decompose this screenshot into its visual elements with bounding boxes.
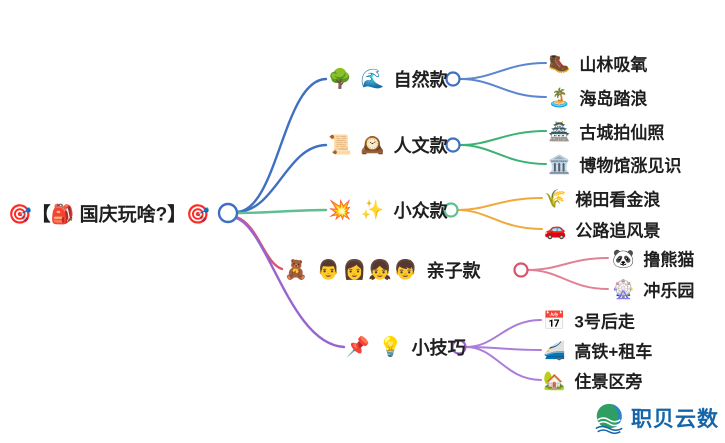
- branch-niche-label: 小众款: [393, 201, 448, 221]
- family-node-circle[interactable]: [513, 262, 529, 278]
- leaf-nature-1-label: 山林吸氧: [579, 55, 648, 75]
- leaf-tips-2-label: 高铁+租车: [574, 342, 653, 362]
- root-node-circle[interactable]: [217, 202, 239, 224]
- branch-tips[interactable]: 📌 💡 小技巧: [346, 334, 466, 360]
- leaf-family-2-label: 冲乐园: [643, 281, 695, 301]
- root-node[interactable]: 🎯【🎒 国庆玩啥?】🎯: [8, 200, 210, 227]
- castle-icon: 🏯: [548, 121, 573, 141]
- leaf-culture-1[interactable]: 🏯 古城拍仙照: [548, 119, 664, 144]
- leaf-culture-2-label: 博物馆涨见识: [579, 156, 682, 176]
- edge-culture-leaf2: [459, 144, 547, 165]
- house-garden-icon: 🏡: [543, 370, 568, 390]
- desert-island-icon: 🏝️: [548, 87, 573, 107]
- edge-root-niche: [235, 208, 328, 215]
- scroll-clock-icon: 📜 🕰️: [328, 134, 387, 156]
- branch-culture[interactable]: 📜 🕰️ 人文款: [328, 132, 448, 158]
- leaf-family-1[interactable]: 🐼 撸熊猫: [612, 246, 694, 271]
- pushpin-bulb-icon: 📌 💡: [346, 336, 405, 358]
- leaf-family-1-label: 撸熊猫: [643, 250, 695, 270]
- edge-niche-leaf2: [457, 209, 543, 230]
- high-speed-train-icon: 🚄: [543, 340, 568, 360]
- nature-node-circle[interactable]: [445, 71, 461, 87]
- edge-tips-leaf3: [465, 346, 542, 381]
- tree-water-wave-icon: 🌳 🌊: [328, 68, 387, 90]
- edge-nature-leaf1: [459, 62, 547, 80]
- car-icon: 🚗: [544, 219, 569, 239]
- classical-building-icon: 🏛️: [548, 154, 573, 174]
- hiking-boot-icon: 🥾: [548, 53, 573, 73]
- leaf-tips-3-label: 住景区旁: [574, 372, 643, 392]
- branch-nature-label: 自然款: [393, 70, 448, 90]
- root-label: 🎯【🎒 国庆玩啥?】🎯: [8, 204, 210, 226]
- leaf-niche-1-label: 梯田看金浪: [575, 190, 661, 210]
- collision-sparkles-icon: 💥 ✨: [328, 199, 387, 221]
- edge-root-culture: [235, 143, 328, 214]
- watermark-text: 职贝云数: [631, 408, 719, 431]
- leaf-culture-1-label: 古城拍仙照: [579, 123, 665, 143]
- leaf-tips-3[interactable]: 🏡 住景区旁: [543, 368, 642, 393]
- leaf-tips-1[interactable]: 📅 3号后走: [543, 308, 635, 333]
- calendar-icon: 📅: [543, 310, 568, 330]
- culture-node-circle[interactable]: [445, 137, 461, 153]
- leaf-nature-2[interactable]: 🏝️ 海岛踏浪: [548, 85, 647, 110]
- teddy-family-icon: 🧸 👨👩👧👦: [284, 259, 420, 281]
- leaf-niche-2-label: 公路追风景: [575, 221, 661, 241]
- edge-family-leaf1: [527, 257, 609, 271]
- branch-niche[interactable]: 💥 ✨ 小众款: [328, 197, 448, 223]
- leaf-niche-2[interactable]: 🚗 公路追风景: [544, 217, 660, 242]
- edge-tips-leaf1: [465, 319, 542, 348]
- leaf-family-2[interactable]: 🎡 冲乐园: [612, 277, 694, 302]
- panda-icon: 🐼: [612, 248, 637, 268]
- edge-root-tips: [234, 216, 346, 349]
- edge-culture-leaf1: [459, 130, 547, 146]
- edge-family-leaf2: [527, 269, 609, 290]
- watermark: 职贝云数: [592, 401, 719, 435]
- edge-root-nature: [235, 77, 328, 214]
- tips-node-circle[interactable]: [451, 339, 467, 355]
- branch-nature[interactable]: 🌳 🌊 自然款: [328, 66, 448, 92]
- leaf-nature-1[interactable]: 🥾 山林吸氧: [548, 51, 647, 76]
- branch-tips-label: 小技巧: [411, 338, 466, 358]
- leaf-tips-1-label: 3号后走: [574, 312, 635, 332]
- rice-sheaf-icon: 🌾: [544, 188, 569, 208]
- niche-node-circle[interactable]: [443, 202, 459, 218]
- branch-family[interactable]: 🧸 👨👩👧👦 亲子款: [284, 257, 481, 283]
- ferris-wheel-icon: 🎡: [612, 279, 637, 299]
- leaf-tips-2[interactable]: 🚄 高铁+租车: [543, 338, 652, 363]
- branch-culture-label: 人文款: [393, 136, 448, 156]
- leaf-nature-2-label: 海岛踏浪: [579, 89, 648, 109]
- edge-niche-leaf1: [457, 197, 543, 211]
- edge-nature-leaf2: [459, 78, 547, 98]
- branch-family-label: 亲子款: [426, 261, 481, 281]
- leaf-niche-1[interactable]: 🌾 梯田看金浪: [544, 186, 660, 211]
- zhibei-logo-icon: [595, 403, 623, 435]
- leaf-culture-2[interactable]: 🏛️ 博物馆涨见识: [548, 152, 681, 177]
